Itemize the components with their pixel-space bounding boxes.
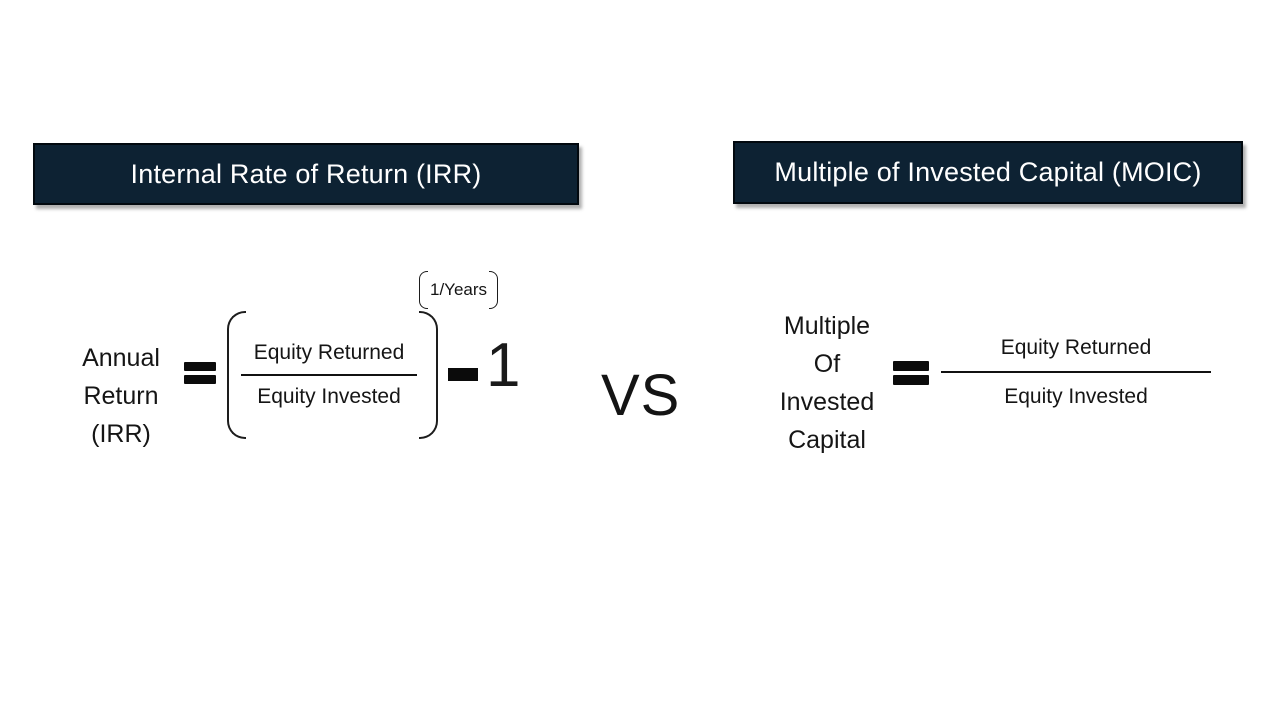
moic-lhs-line-4: Capital	[788, 426, 866, 454]
exponent-open-bracket	[419, 271, 428, 309]
moic-lhs-line-1: Multiple	[783, 312, 871, 340]
exponent-label: 1/Years	[430, 280, 488, 299]
irr-equals-sign	[184, 362, 216, 384]
irr-lhs-line-1: Annual	[82, 344, 160, 372]
moic-equals-sign	[893, 361, 929, 385]
minus-sign	[448, 368, 478, 381]
moic-header-label: Multiple of Invested Capital (MOIC)	[774, 157, 1202, 187]
moic-fraction-bar	[941, 371, 1211, 373]
moic-lhs-line-3: Invested	[779, 388, 875, 416]
equals-bar-bottom	[893, 375, 929, 385]
irr-header-label: Internal Rate of Return (IRR)	[130, 158, 482, 189]
irr-denominator: Equity Invested	[257, 385, 401, 408]
irr-header-box: Internal Rate of Return (IRR)	[33, 143, 579, 205]
irr-exponent: 1/Years	[419, 271, 499, 309]
moic-fraction: Equity Returned Equity Invested	[941, 336, 1211, 409]
irr-numerator: Equity Returned	[253, 341, 405, 364]
moic-lhs-line-2: Of	[813, 350, 841, 378]
close-parenthesis	[419, 311, 438, 439]
irr-formula-lhs: Annual Return (IRR)	[55, 339, 187, 453]
irr-fraction: Equity Returned Equity Invested	[239, 341, 419, 409]
irr-lhs-line-2: Return	[83, 382, 159, 410]
moic-denominator: Equity Invested	[1004, 385, 1148, 408]
equals-bar-bottom	[184, 375, 216, 384]
equals-bar-top	[184, 362, 216, 371]
exponent-close-bracket	[489, 271, 499, 309]
vs-label: VS	[601, 363, 681, 428]
moic-header-box: Multiple of Invested Capital (MOIC)	[733, 141, 1243, 204]
equals-bar-top	[893, 361, 929, 371]
irr-fraction-bar	[241, 374, 417, 376]
moic-formula-lhs: Multiple Of Invested Capital	[761, 307, 893, 459]
irr-lhs-line-3: (IRR)	[91, 420, 151, 448]
moic-numerator: Equity Returned	[1000, 336, 1152, 359]
constant-one: 1	[486, 331, 521, 400]
